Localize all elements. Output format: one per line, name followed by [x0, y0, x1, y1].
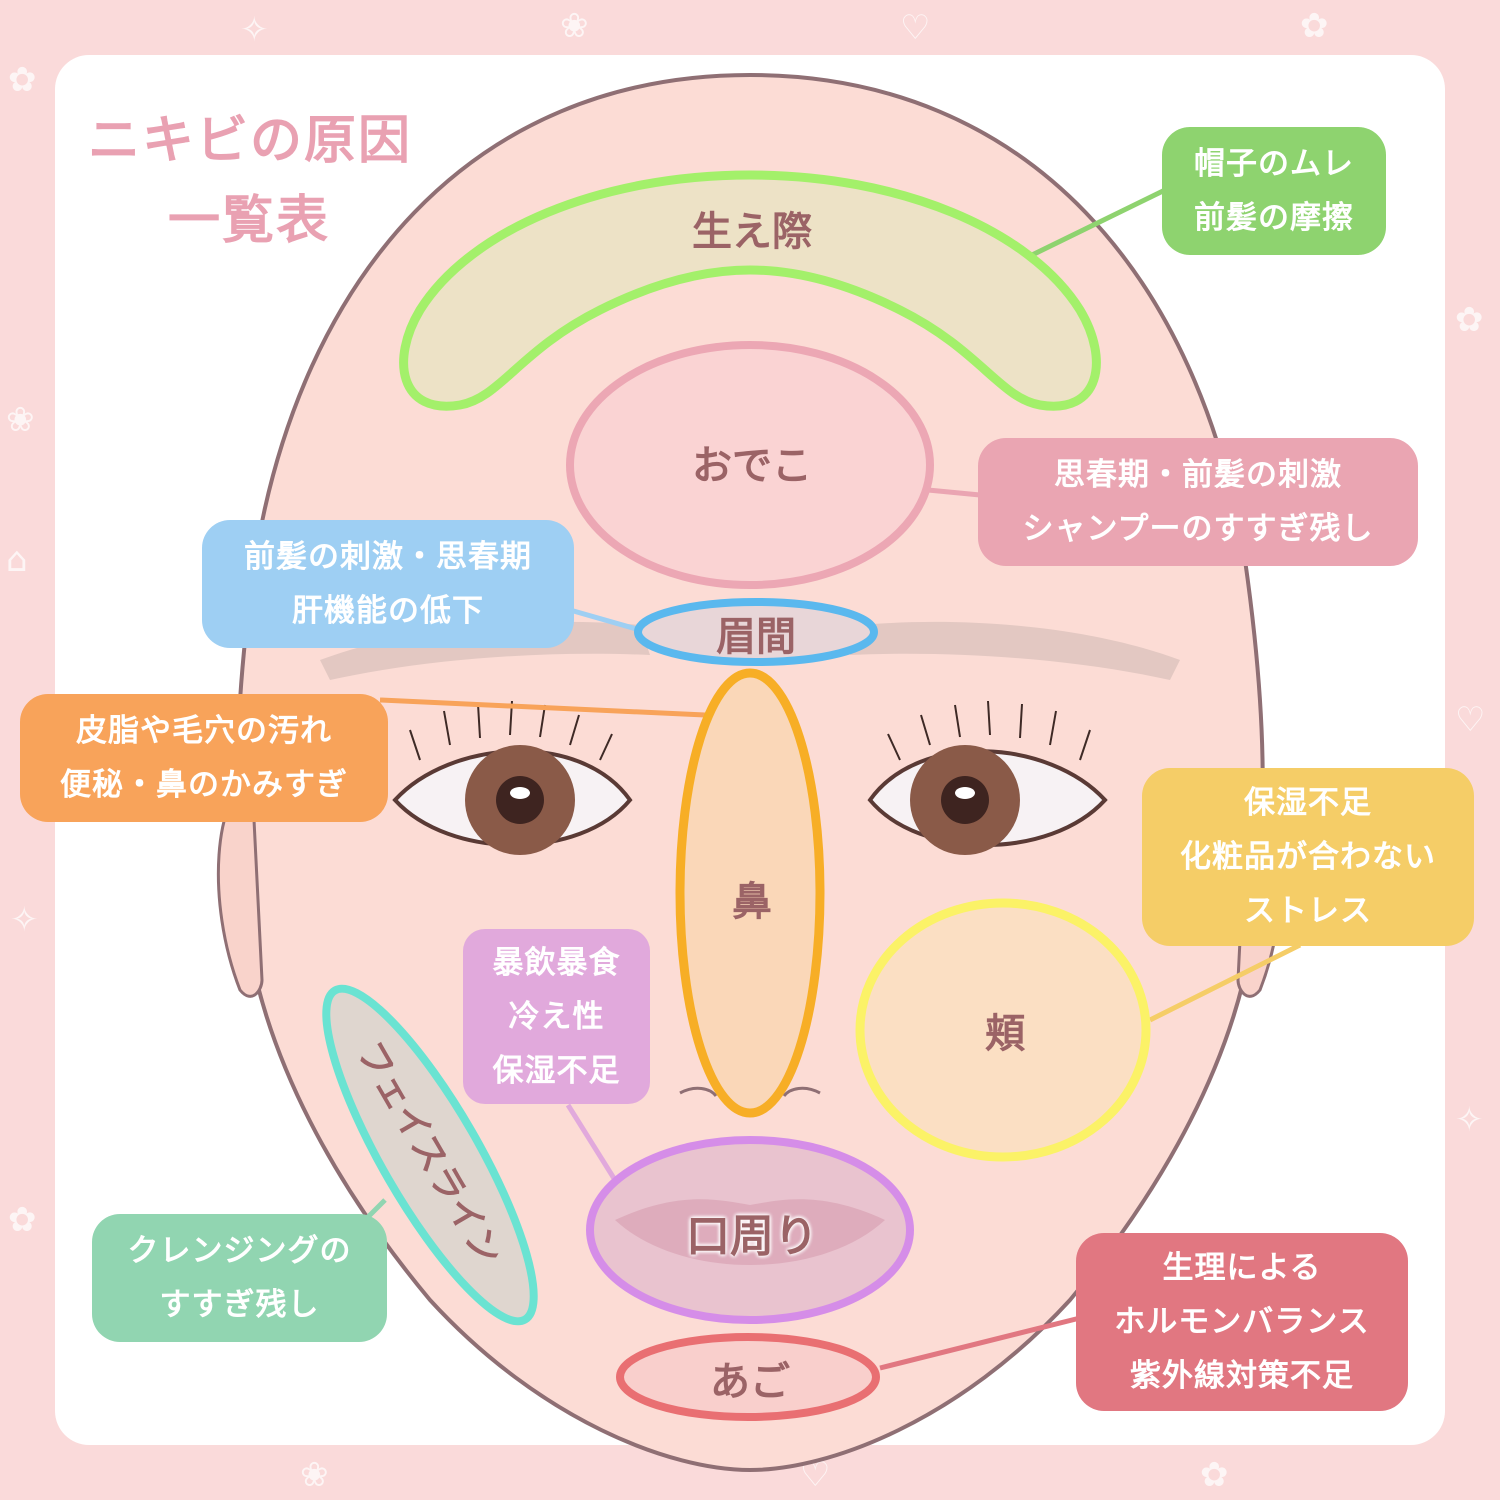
title-line-1: ニキビの原因 [88, 111, 413, 171]
zone-nose-shape [675, 668, 825, 1118]
cause-box-glabella: 前髪の刺激・思春期 肝機能の低下 [202, 520, 574, 648]
connector-glabella [569, 607, 641, 633]
cause-box-faceline: クレンジングの すすぎ残し [92, 1214, 387, 1342]
connector-cheek [1148, 942, 1302, 1023]
left-eye [392, 700, 633, 855]
cause-box-chin: 生理による ホルモンバランス 紫外線対策不足 [1076, 1233, 1408, 1411]
cause-text: ホルモンバランス [1114, 1304, 1370, 1340]
cause-text: すすぎ残し [159, 1287, 320, 1323]
zone-label-mouth: 口周り [686, 1211, 818, 1262]
cause-text: 保湿不足 [492, 1052, 621, 1089]
cause-text: ストレス [1244, 893, 1372, 929]
cause-text: 紫外線対策不足 [1130, 1358, 1354, 1394]
zone-forehead-shape [566, 341, 934, 589]
cause-box-forehead: 思春期・前髪の刺激 シャンプーのすすぎ残し [978, 438, 1418, 566]
zone-chin-shape [616, 1333, 880, 1421]
zone-cheek-shape [855, 898, 1151, 1162]
title-line-2: 一覧表 [168, 191, 331, 251]
zone-label-glabella: 眉間 [716, 614, 796, 660]
connector-chin [879, 1315, 1081, 1371]
cause-text: 前髪の摩擦 [1194, 200, 1354, 236]
zone-label-nose: 鼻 [732, 879, 772, 925]
cause-text: 生理による [1162, 1250, 1322, 1286]
cause-text: 保湿不足 [1244, 785, 1372, 821]
cause-text: シャンプーのすすぎ残し [1022, 511, 1374, 547]
connector-hairline [1028, 187, 1167, 259]
right-eye [867, 700, 1108, 855]
cause-text: 帽子のムレ [1194, 146, 1354, 182]
cause-text: 化粧品が合わない [1180, 839, 1436, 875]
connector-nose [379, 697, 706, 718]
nostril-right [782, 1086, 821, 1098]
cause-box-nose: 皮脂や毛穴の汚れ 便秘・鼻のかみすぎ [20, 694, 388, 822]
connector-mouth [565, 1103, 618, 1182]
cause-text: 肝機能の低下 [292, 593, 484, 629]
zone-label-chin: あご [710, 1359, 790, 1405]
cause-text: 便秘・鼻のかみすぎ [60, 767, 348, 803]
zone-hairline-shape [399, 170, 1101, 411]
cause-box-cheek: 保湿不足 化粧品が合わない ストレス [1142, 768, 1474, 946]
cause-text: 皮脂や毛穴の汚れ [76, 713, 332, 749]
connector-forehead [927, 487, 981, 498]
cause-box-mouth: 暴飲暴食 冷え性 保湿不足 [463, 929, 650, 1104]
right-eyebrow [850, 621, 1180, 680]
nostril-left [679, 1086, 718, 1098]
cause-box-hairline: 帽子のムレ 前髪の摩擦 [1162, 127, 1386, 255]
lips [615, 1199, 885, 1265]
zone-label-hairline: 生え際 [692, 209, 812, 255]
zone-label-cheek: 頬 [985, 1011, 1025, 1057]
cause-text: クレンジングの [127, 1233, 352, 1269]
cause-text: 前髪の刺激・思春期 [244, 539, 532, 575]
cause-text: 思春期・前髪の刺激 [1054, 457, 1342, 493]
cause-text: 冷え性 [508, 998, 605, 1035]
cause-text: 暴飲暴食 [492, 944, 621, 981]
zone-glabella-shape [634, 598, 878, 666]
zone-label-forehead: おでこ [692, 443, 812, 489]
zone-faceline-shape [322, 984, 538, 1326]
